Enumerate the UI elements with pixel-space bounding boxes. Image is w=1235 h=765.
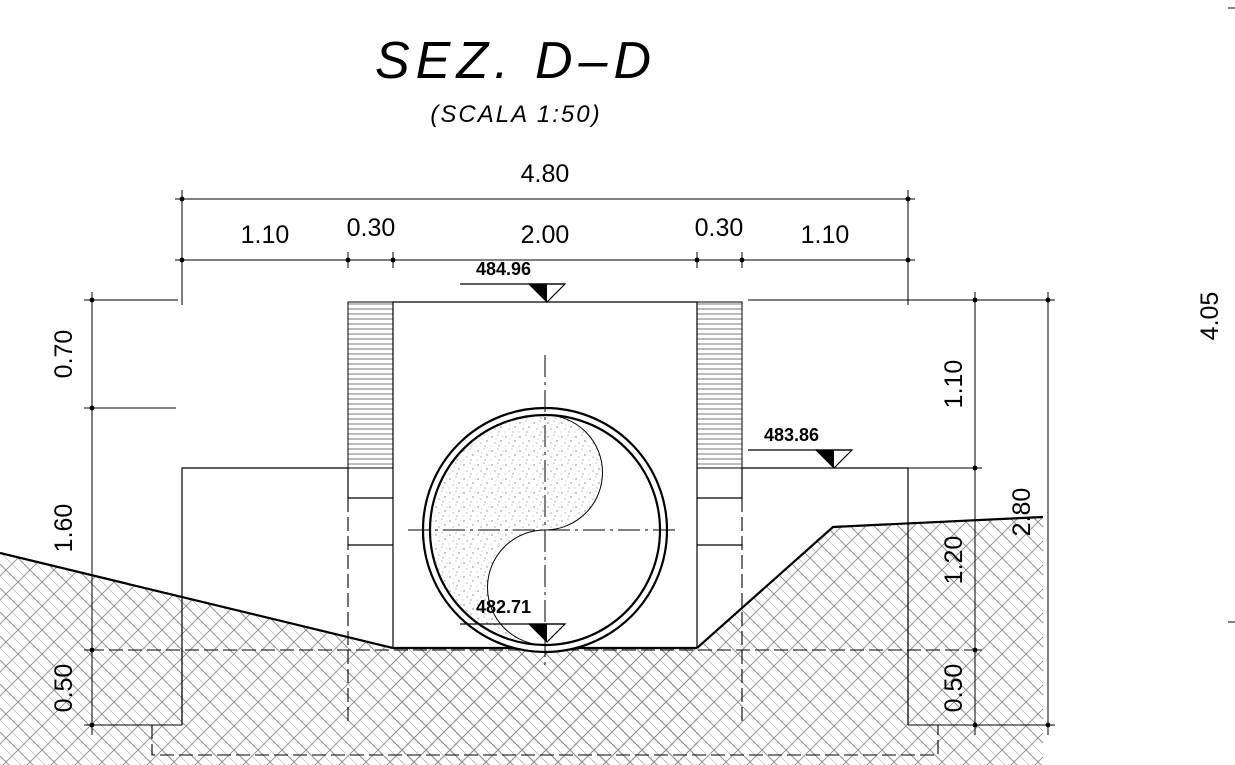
- dim-left-wall: 0.30: [347, 214, 396, 242]
- foundation-outline: [151, 725, 939, 756]
- level-marker-top: 484.96: [460, 259, 567, 303]
- dim-right-base: 0.50: [940, 664, 968, 713]
- ground-hatch: [0, 517, 1043, 765]
- dim-right-wall: 0.30: [695, 214, 744, 242]
- structure-outline: [181, 302, 909, 725]
- section-title: SEZ. D–D: [375, 32, 657, 90]
- dim-left-base: 0.50: [50, 664, 78, 713]
- right-wall-hatch: [696, 301, 743, 469]
- level-marker-invert: 482.71: [460, 597, 567, 643]
- left-vertical-dimensions: [84, 292, 182, 735]
- level-marker-wing: 483.86: [748, 425, 854, 469]
- dim-right-wing: 1.10: [801, 221, 850, 249]
- right-vertical-dimensions: [748, 292, 1055, 735]
- dim-total-width: 4.80: [521, 160, 570, 188]
- dim-left-upper: 0.70: [50, 330, 78, 379]
- dim-left-middle: 1.60: [50, 504, 78, 553]
- left-wall-hatch: [347, 301, 394, 469]
- scale-subtitle: (SCALA 1:50): [430, 101, 601, 128]
- ground-line-right: [696, 515, 1044, 649]
- dim-far-right: 4.05: [1196, 292, 1224, 341]
- level-top-label: 484.96: [476, 259, 531, 279]
- far-right-dimension: [1228, 7, 1235, 623]
- ground-line-left: [0, 551, 394, 650]
- level-wing-label: 483.86: [764, 425, 819, 445]
- dim-right-upper: 1.10: [940, 360, 968, 409]
- horizontal-dimensions: [175, 190, 915, 305]
- level-invert-label: 482.71: [476, 597, 531, 617]
- dim-left-wing: 1.10: [241, 221, 290, 249]
- dim-right-middle: 1.20: [940, 536, 968, 585]
- dim-right-overall: 2.80: [1008, 488, 1036, 537]
- dim-opening: 2.00: [521, 221, 570, 249]
